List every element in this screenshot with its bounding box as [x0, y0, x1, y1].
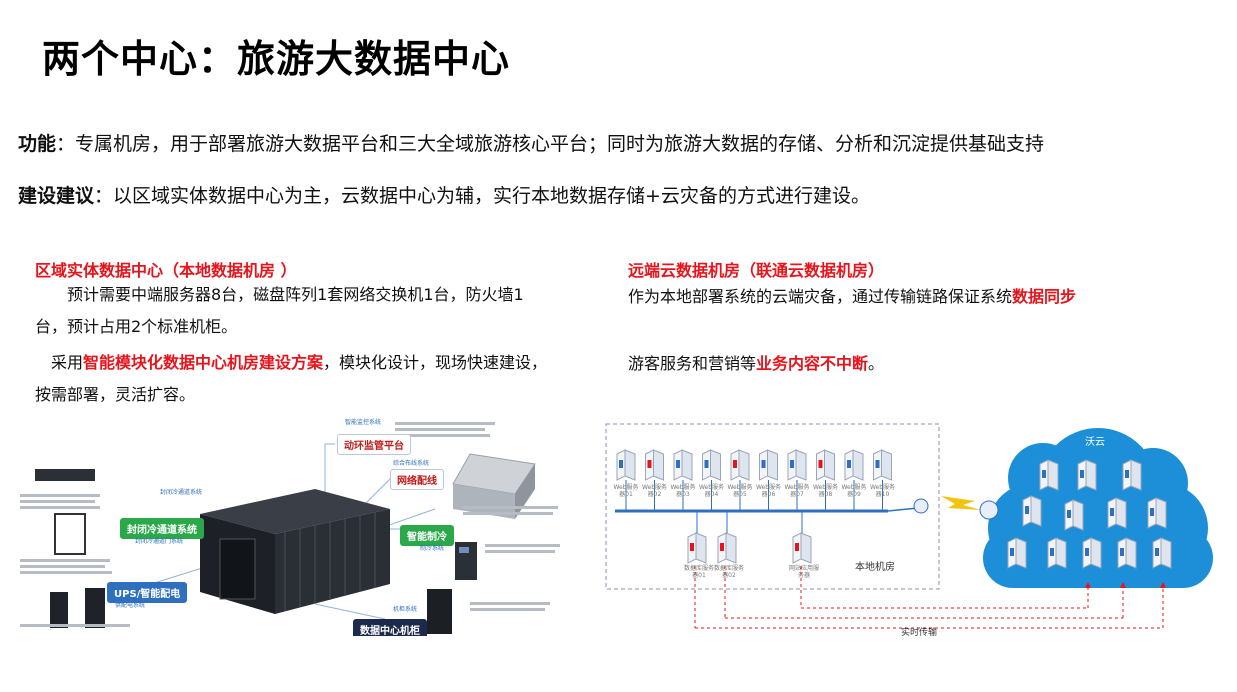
db-server-icon — [792, 532, 812, 564]
cold-aisle-label: 封闭冷通道系统 — [120, 518, 204, 539]
build-line: 建设建议：以区域实体数据中心为主，云数据中心为辅，实行本地数据存储+云灾备的方式… — [18, 181, 870, 208]
ups-label: UPS/智能配电 — [107, 582, 188, 603]
cloud-server-icon — [1077, 459, 1097, 491]
cooling-system-caption: 制冷系统 — [420, 545, 445, 552]
env-monitor-label: 动环监管平台 — [337, 434, 411, 455]
function-label: 功能 — [18, 133, 57, 155]
build-label: 建设建议 — [18, 185, 95, 207]
web-server-label: Web服务器01 — [613, 484, 639, 498]
aisle-system-caption: 封闭冷通道系统 — [160, 489, 203, 496]
transfer-label: 实时传输 — [901, 628, 938, 638]
cloud-server-icon — [1107, 497, 1127, 529]
build-text: ：以区域实体数据中心为主，云数据中心为辅，实行本地数据存储+云灾备的方式进行建设… — [94, 185, 870, 207]
web-server-label: Web服务器07 — [784, 484, 810, 498]
right-p2-highlight: 业务内容不中断 — [756, 354, 869, 373]
web-server-label: Web服务器03 — [670, 484, 696, 498]
web-server-label: Web服务器05 — [727, 484, 753, 498]
cooling-label: 智能制冷 — [400, 525, 454, 546]
cloud-label: 沃云 — [1085, 437, 1105, 448]
aisle-door-caption: 封闭冷通道门系统 — [135, 538, 184, 545]
web-server-icon — [616, 449, 636, 481]
lightning-link-icon — [941, 496, 981, 510]
cabling-system-caption: 综合布线系统 — [393, 460, 430, 467]
db-server-label: 网站应用服务器 — [788, 565, 819, 579]
router-icon — [913, 498, 929, 514]
env-system-caption: 智能监控系统 — [345, 419, 382, 426]
right-paragraph-1: 作为本地部署系统的云端灾备，通过传输链路保证系统数据同步 — [628, 281, 1076, 313]
cabinet-system-caption: 机柜系统 — [393, 606, 418, 613]
cabinet-label: 数据中心机柜 — [353, 619, 427, 636]
datacenter-illustration — [20, 422, 560, 634]
db-server-label: 数据库服务器02 — [713, 565, 744, 579]
cloud-server-icon — [1082, 537, 1102, 569]
cloud-server-icon — [1064, 499, 1084, 531]
web-server-icon — [673, 449, 693, 481]
db-server-icon — [717, 532, 737, 564]
left-paragraph-2: 采用智能模块化数据中心机房建设方案，模块化设计，现场快速建设，按需部署，灵活扩容… — [35, 347, 555, 411]
left-p2-prefix: 采用 — [51, 353, 84, 372]
cabling-label: 网络配线 — [390, 469, 444, 490]
web-server-label: Web服务器02 — [641, 484, 668, 498]
cloud-server-icon — [1117, 537, 1137, 569]
right-p2-suffix: 。 — [868, 354, 885, 373]
web-server-icon — [759, 449, 778, 481]
left-p1-text: 预计需要中端服务器8台，磁盘阵列1套网络交换机1台，防火墙1台，预计占用2个标准… — [35, 285, 524, 336]
web-server-label: Web服务器04 — [698, 484, 725, 498]
sync-lines — [694, 566, 1164, 629]
cloud-server-icon — [1039, 459, 1059, 491]
left-heading: 区域实体数据中心（本地数据机房 ） — [35, 261, 297, 280]
cloud-server-icon — [1122, 459, 1142, 491]
cloud-server-icon — [1047, 537, 1067, 569]
left-p2-suffix: ，模块化设计，现场快速建设，按需部署，灵活扩容。 — [35, 353, 548, 404]
local-room-label: 本地机房 — [855, 562, 895, 573]
right-heading: 远端云数据机房（联通云数据机房） — [628, 261, 885, 280]
cloud-gateway-icon — [979, 500, 999, 520]
network-diagram — [605, 423, 1213, 629]
page-title: 两个中心：旅游大数据中心 — [42, 37, 511, 81]
web-server-icon — [645, 449, 664, 481]
web-server-label: Web服务器09 — [841, 484, 867, 498]
web-server-icon — [730, 449, 750, 481]
right-p2-prefix: 游客服务和营销等 — [628, 354, 757, 373]
right-p1-prefix: 作为本地部署系统的云端灾备，通过传输链路保证系统 — [628, 287, 1013, 306]
power-system-caption: 供配电系统 — [115, 602, 146, 609]
cloud-server-icon — [1007, 537, 1027, 569]
web-server-label: Web服务器08 — [812, 484, 839, 498]
web-server-label: Web服务器06 — [755, 484, 782, 498]
web-server-icon — [702, 449, 721, 481]
local-room-box — [605, 423, 940, 590]
left-p2-highlight: 智能模块化数据中心机房建设方案 — [83, 353, 324, 372]
web-server-label: Web服务器10 — [869, 484, 896, 498]
web-server-icon — [844, 449, 864, 481]
right-p1-highlight: 数据同步 — [1012, 287, 1077, 306]
cloud-server-icon — [1022, 495, 1042, 527]
function-line: 功能：专属机房，用于部署旅游大数据平台和三大全域旅游核心平台；同时为旅游大数据的… — [18, 129, 1044, 156]
web-server-icon — [816, 449, 835, 481]
cloud-server-icon — [1147, 497, 1167, 529]
web-server-icon — [787, 449, 807, 481]
modular-datacenter-figure: 智能监控系统 动环监管平台 综合布线系统 网络配线 智能制冷 制冷系统 封闭冷通… — [15, 414, 565, 636]
cloud-server-icon — [1152, 537, 1172, 569]
function-text: ：专属机房，用于部署旅游大数据平台和三大全域旅游核心平台；同时为旅游大数据的存储… — [56, 133, 1045, 155]
db-server-icon — [687, 532, 707, 564]
web-server-icon — [873, 449, 892, 481]
right-paragraph-2: 游客服务和营销等业务内容不中断。 — [628, 348, 884, 380]
left-paragraph-1: 预计需要中端服务器8台，磁盘阵列1套网络交换机1台，防火墙1台，预计占用2个标准… — [35, 279, 555, 343]
db-server-label: 数据库服务器01 — [683, 565, 714, 579]
